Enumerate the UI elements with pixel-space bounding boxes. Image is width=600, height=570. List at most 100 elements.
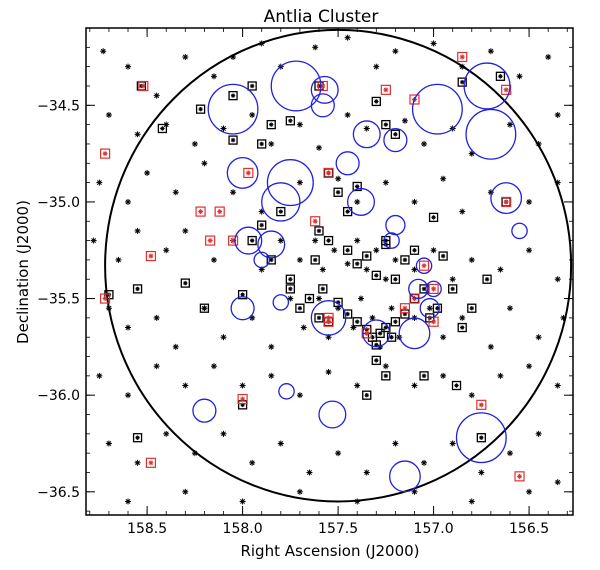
member-box-star bbox=[454, 383, 459, 388]
galaxy-asterisk bbox=[554, 382, 561, 389]
galaxy-asterisk bbox=[354, 382, 361, 389]
blue-circle-marker bbox=[310, 93, 335, 118]
member-box-black bbox=[476, 433, 486, 443]
galaxy-asterisk bbox=[210, 256, 217, 263]
y-tick-label: −36.5 bbox=[37, 485, 80, 501]
galaxy-asterisk bbox=[363, 469, 370, 476]
x-tick-label: 158.5 bbox=[127, 521, 167, 537]
galaxy-asterisk bbox=[153, 314, 160, 321]
blue-circle-marker bbox=[419, 298, 440, 319]
galaxy-asterisk bbox=[258, 266, 265, 273]
galaxy-asterisk bbox=[287, 295, 294, 302]
member-box-red bbox=[145, 457, 157, 468]
member-box-black bbox=[386, 332, 397, 342]
galaxy-asterisk bbox=[144, 169, 151, 176]
galaxy-asterisk bbox=[134, 227, 141, 234]
galaxy-asterisk bbox=[554, 111, 561, 118]
member-box-star bbox=[364, 392, 369, 398]
member-box-red-star bbox=[207, 238, 213, 244]
member-box-star bbox=[460, 325, 465, 330]
member-box-black bbox=[400, 255, 410, 265]
galaxy-asterisk bbox=[134, 459, 141, 466]
member-box-black bbox=[482, 274, 492, 284]
member-box-red bbox=[243, 167, 254, 179]
member-box-black bbox=[457, 77, 467, 87]
member-box-star bbox=[374, 99, 379, 104]
member-box-red bbox=[205, 235, 216, 246]
member-box-star bbox=[345, 248, 350, 253]
blue-circle-marker bbox=[490, 182, 523, 214]
galaxy-asterisk bbox=[296, 179, 303, 186]
member-box-red-star bbox=[503, 87, 509, 93]
galaxy-asterisk bbox=[239, 382, 246, 389]
member-box-star bbox=[297, 306, 303, 311]
member-box-black bbox=[257, 220, 267, 230]
y-tick-label: −35.0 bbox=[37, 195, 80, 211]
member-box-star bbox=[374, 273, 379, 278]
member-box-black bbox=[390, 274, 401, 284]
galaxy-asterisk bbox=[411, 488, 418, 495]
member-box-star bbox=[479, 435, 484, 440]
galaxy-asterisk bbox=[354, 198, 361, 205]
member-box-star bbox=[135, 286, 140, 292]
member-box-red-star bbox=[140, 83, 146, 89]
member-box-star bbox=[498, 74, 503, 79]
galaxy-asterisk bbox=[401, 117, 408, 124]
y-tick-label: −35.5 bbox=[37, 292, 80, 308]
blue-circle-marker bbox=[411, 83, 463, 135]
blue-circle-marker bbox=[230, 296, 255, 321]
galaxy-asterisk bbox=[449, 440, 456, 447]
member-box-star bbox=[393, 277, 398, 282]
member-box-black bbox=[381, 119, 391, 130]
galaxy-asterisk bbox=[300, 324, 307, 331]
galaxy-asterisk bbox=[96, 372, 103, 379]
member-box-red bbox=[361, 328, 372, 339]
member-box-star bbox=[259, 141, 264, 147]
member-box-red bbox=[99, 148, 111, 159]
member-box-black bbox=[352, 317, 362, 327]
galaxy-asterisk bbox=[210, 73, 217, 80]
blue-circle-marker bbox=[511, 222, 528, 240]
galaxy-asterisk bbox=[296, 392, 303, 399]
member-box-black bbox=[375, 328, 385, 338]
member-box-red-star bbox=[245, 170, 251, 176]
member-box-star bbox=[249, 83, 255, 89]
galaxy-asterisk bbox=[296, 256, 303, 263]
galaxy-asterisk bbox=[426, 305, 433, 312]
member-box-star bbox=[460, 79, 465, 85]
galaxy-asterisk bbox=[497, 372, 504, 379]
galaxy-asterisk bbox=[440, 334, 447, 341]
member-box-black bbox=[195, 104, 206, 114]
galaxy-asterisk bbox=[526, 198, 533, 205]
galaxy-asterisk bbox=[344, 34, 351, 41]
blue-circle-marker bbox=[455, 412, 507, 464]
galaxy-asterisk bbox=[182, 227, 189, 234]
member-box-black bbox=[425, 313, 435, 323]
blue-circle-marker bbox=[192, 398, 217, 423]
member-box-black bbox=[199, 303, 210, 313]
member-box-red-star bbox=[517, 473, 523, 479]
member-box-red-star bbox=[383, 87, 389, 93]
galaxy-asterisk bbox=[440, 372, 447, 379]
member-box-black bbox=[362, 390, 372, 400]
galaxy-asterisk bbox=[449, 276, 456, 283]
member-box-star bbox=[230, 137, 236, 143]
galaxy-asterisk bbox=[315, 144, 322, 151]
member-box-red-star bbox=[240, 396, 246, 402]
galaxy-asterisk bbox=[115, 256, 122, 263]
member-box-red bbox=[380, 84, 391, 95]
member-box-red bbox=[138, 80, 149, 92]
galaxy-asterisk bbox=[526, 247, 533, 254]
member-box-red bbox=[227, 235, 239, 246]
galaxy-asterisk bbox=[125, 498, 132, 505]
galaxy-asterisk bbox=[172, 343, 179, 350]
galaxy-asterisk bbox=[382, 363, 389, 370]
galaxy-asterisk bbox=[153, 92, 160, 99]
blue-circle-marker bbox=[389, 460, 421, 493]
member-box-red bbox=[428, 283, 439, 294]
member-box-star bbox=[320, 286, 326, 292]
galaxy-asterisk bbox=[277, 440, 284, 447]
galaxy-asterisk bbox=[487, 48, 494, 55]
galaxy-asterisk bbox=[487, 343, 494, 350]
